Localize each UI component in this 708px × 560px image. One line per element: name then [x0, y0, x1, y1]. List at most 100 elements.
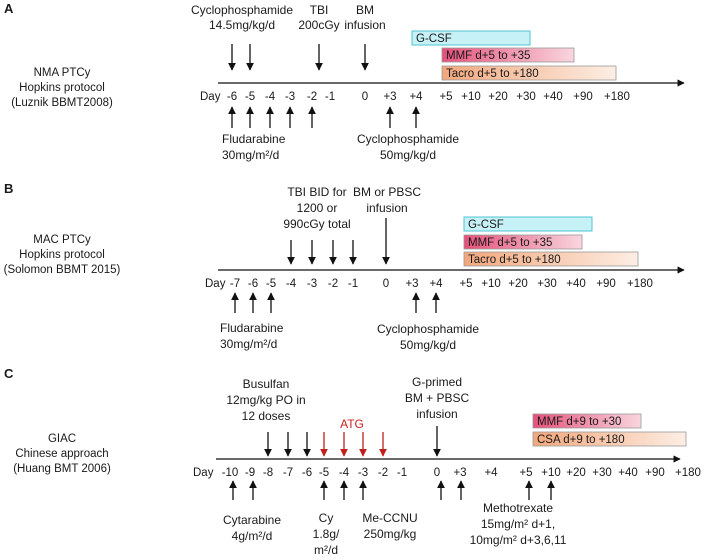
up-arrows — [228, 106, 420, 128]
fludarabine-label: Fludarabine — [222, 132, 286, 146]
me-ccnu-dose: 250mg/kg — [364, 527, 417, 541]
cytarabine-label: Cytarabine — [223, 513, 281, 527]
day-tick-label: -8 — [263, 467, 273, 479]
fludarabine-dose: 30mg/m²/d — [220, 337, 277, 351]
csa-bar — [532, 431, 687, 447]
day-tick-label: -1 — [397, 467, 407, 479]
day-tick-label: 0 — [362, 91, 368, 103]
gcsf-bar — [411, 30, 531, 46]
day-prefix: Day — [205, 278, 226, 290]
day-tick-label: -3 — [285, 91, 295, 103]
day-tick-label: -7 — [230, 278, 240, 290]
day-tick-label: -2 — [307, 91, 317, 103]
panel-letter: B — [4, 181, 13, 196]
day-tick-label: +30 — [592, 467, 612, 479]
panel-a: A NMA PTCy Hopkins protocol (Luznik BBMT… — [4, 1, 685, 162]
day-tick-label: +180 — [604, 91, 630, 103]
fludarabine-label: Fludarabine — [220, 321, 284, 335]
day-tick-label: -6 — [302, 467, 312, 479]
mmf-bar-label: MMF d+5 to +35 — [468, 237, 552, 249]
methotrexate-dose-1: 15mg/m² d+1, — [481, 517, 555, 531]
day-tick-label: -1 — [325, 91, 335, 103]
protocol-reference: (Luznik BBMT2008) — [11, 97, 113, 109]
tbi-dose: 200cGy — [298, 18, 339, 32]
mmf-bar-label: MMF d+5 to +35 — [446, 50, 530, 62]
mmf-bar — [463, 234, 583, 250]
day-tick-label: +10 — [541, 467, 561, 479]
day-tick-label: 0 — [434, 467, 440, 479]
day-tick-label: +30 — [516, 91, 536, 103]
day-labels: -6 -5 -4 -3 -2 -1 0 +3 +4 +5 +10 +20 +30… — [227, 91, 630, 103]
csa-bar-label: CSA d+9 to +180 — [537, 434, 625, 446]
fludarabine-dose: 30mg/m²/d — [222, 148, 279, 162]
tacro-bar — [441, 65, 617, 81]
day-tick-label: +10 — [461, 91, 481, 103]
day-tick-label: +4 — [429, 278, 443, 290]
g-primed-label: G-primed — [412, 375, 462, 389]
day-tick-label: -10 — [222, 467, 239, 479]
day-tick-label: -9 — [245, 467, 255, 479]
day-tick-label: +20 — [488, 91, 508, 103]
atg-arrows — [320, 432, 387, 457]
gcsf-bar-label: G-CSF — [468, 219, 504, 231]
tbi-bid-label-line2: 1200 or — [297, 201, 338, 215]
cyclophosphamide-pre-dose: 14.5mg/kg/d — [209, 18, 275, 32]
day-tick-label: -5 — [319, 467, 329, 479]
panel-letter: C — [4, 366, 14, 381]
day-tick-label: -6 — [248, 278, 258, 290]
bm-infusion-label: infusion — [344, 18, 385, 32]
cyclophosphamide-post-label: Cyclophosphamide — [357, 132, 459, 146]
mmf-bar-label: MMF d+9 to +30 — [537, 416, 621, 428]
panel-c: C GIAC Chinese approach (Huang BMT 2006)… — [4, 366, 701, 557]
day-tick-label: +5 — [459, 278, 472, 290]
day-tick-label: -2 — [378, 467, 388, 479]
day-tick-label: +4 — [409, 91, 423, 103]
gcsf-bar-label: G-CSF — [416, 33, 452, 45]
protocol-name: GIAC — [48, 433, 76, 445]
day-tick-label: 0 — [383, 278, 389, 290]
mmf-bar — [532, 413, 642, 429]
day-tick-label: +4 — [484, 467, 498, 479]
day-prefix: Day — [193, 467, 214, 479]
bm-pbsc-label: BM or PBSC — [353, 185, 421, 199]
gcsf-bar — [463, 216, 593, 232]
busulfan-schedule: 12 doses — [242, 409, 291, 423]
day-tick-label: +20 — [566, 467, 586, 479]
day-tick-label: -1 — [348, 278, 358, 290]
down-arrows — [264, 426, 441, 457]
day-tick-label: +30 — [537, 278, 557, 290]
day-tick-label: +5 — [519, 467, 532, 479]
tacro-bar — [463, 251, 639, 267]
day-tick-label: +90 — [573, 91, 593, 103]
cyclophosphamide-pre-label: Cyclophosphamide — [191, 3, 293, 17]
day-tick-label: +3 — [383, 91, 396, 103]
day-tick-label: +180 — [627, 278, 653, 290]
day-tick-label: -3 — [358, 467, 368, 479]
day-labels: -7 -6 -5 -4 -3 -2 -1 0 +3 +4 +5 +10 +20 … — [230, 278, 653, 290]
day-tick-label: +90 — [596, 278, 616, 290]
me-ccnu-label: Me-CCNU — [362, 511, 417, 525]
protocol-subtitle: Hopkins protocol — [19, 82, 105, 94]
tacro-bar-label: Tacro d+5 to +180 — [468, 254, 561, 266]
day-tick-label: +40 — [618, 467, 638, 479]
methotrexate-dose-2: 10mg/m² d+3,6,11 — [470, 533, 567, 547]
panel-b: B MAC PTCy Hopkins protocol (Solomon BBM… — [4, 181, 685, 352]
cyclophosphamide-post-label: Cyclophosphamide — [377, 322, 479, 336]
day-tick-label: -5 — [266, 278, 276, 290]
cy-dose: 1.8g/ — [313, 527, 340, 541]
mmf-bar — [441, 47, 575, 63]
day-tick-label: -4 — [286, 278, 297, 290]
day-tick-label: -2 — [328, 278, 338, 290]
cy-label: Cy — [319, 511, 334, 525]
day-tick-label: +40 — [566, 278, 586, 290]
down-arrows — [228, 44, 369, 71]
protocol-reference: (Huang BMT 2006) — [13, 463, 111, 475]
atg-label: ATG — [340, 417, 364, 431]
busulfan-dose: 12mg/kg PO in — [226, 393, 305, 407]
day-tick-label: -5 — [245, 91, 255, 103]
day-labels: -10 -9 -8 -7 -6 -5 -4 -3 -2 -1 0 +3 +4 +… — [222, 467, 701, 479]
protocol-name: NMA PTCy — [34, 67, 91, 79]
protocol-name: MAC PTCy — [33, 234, 91, 246]
day-tick-label: +5 — [439, 91, 452, 103]
cytarabine-dose: 4g/m²/d — [232, 529, 273, 543]
